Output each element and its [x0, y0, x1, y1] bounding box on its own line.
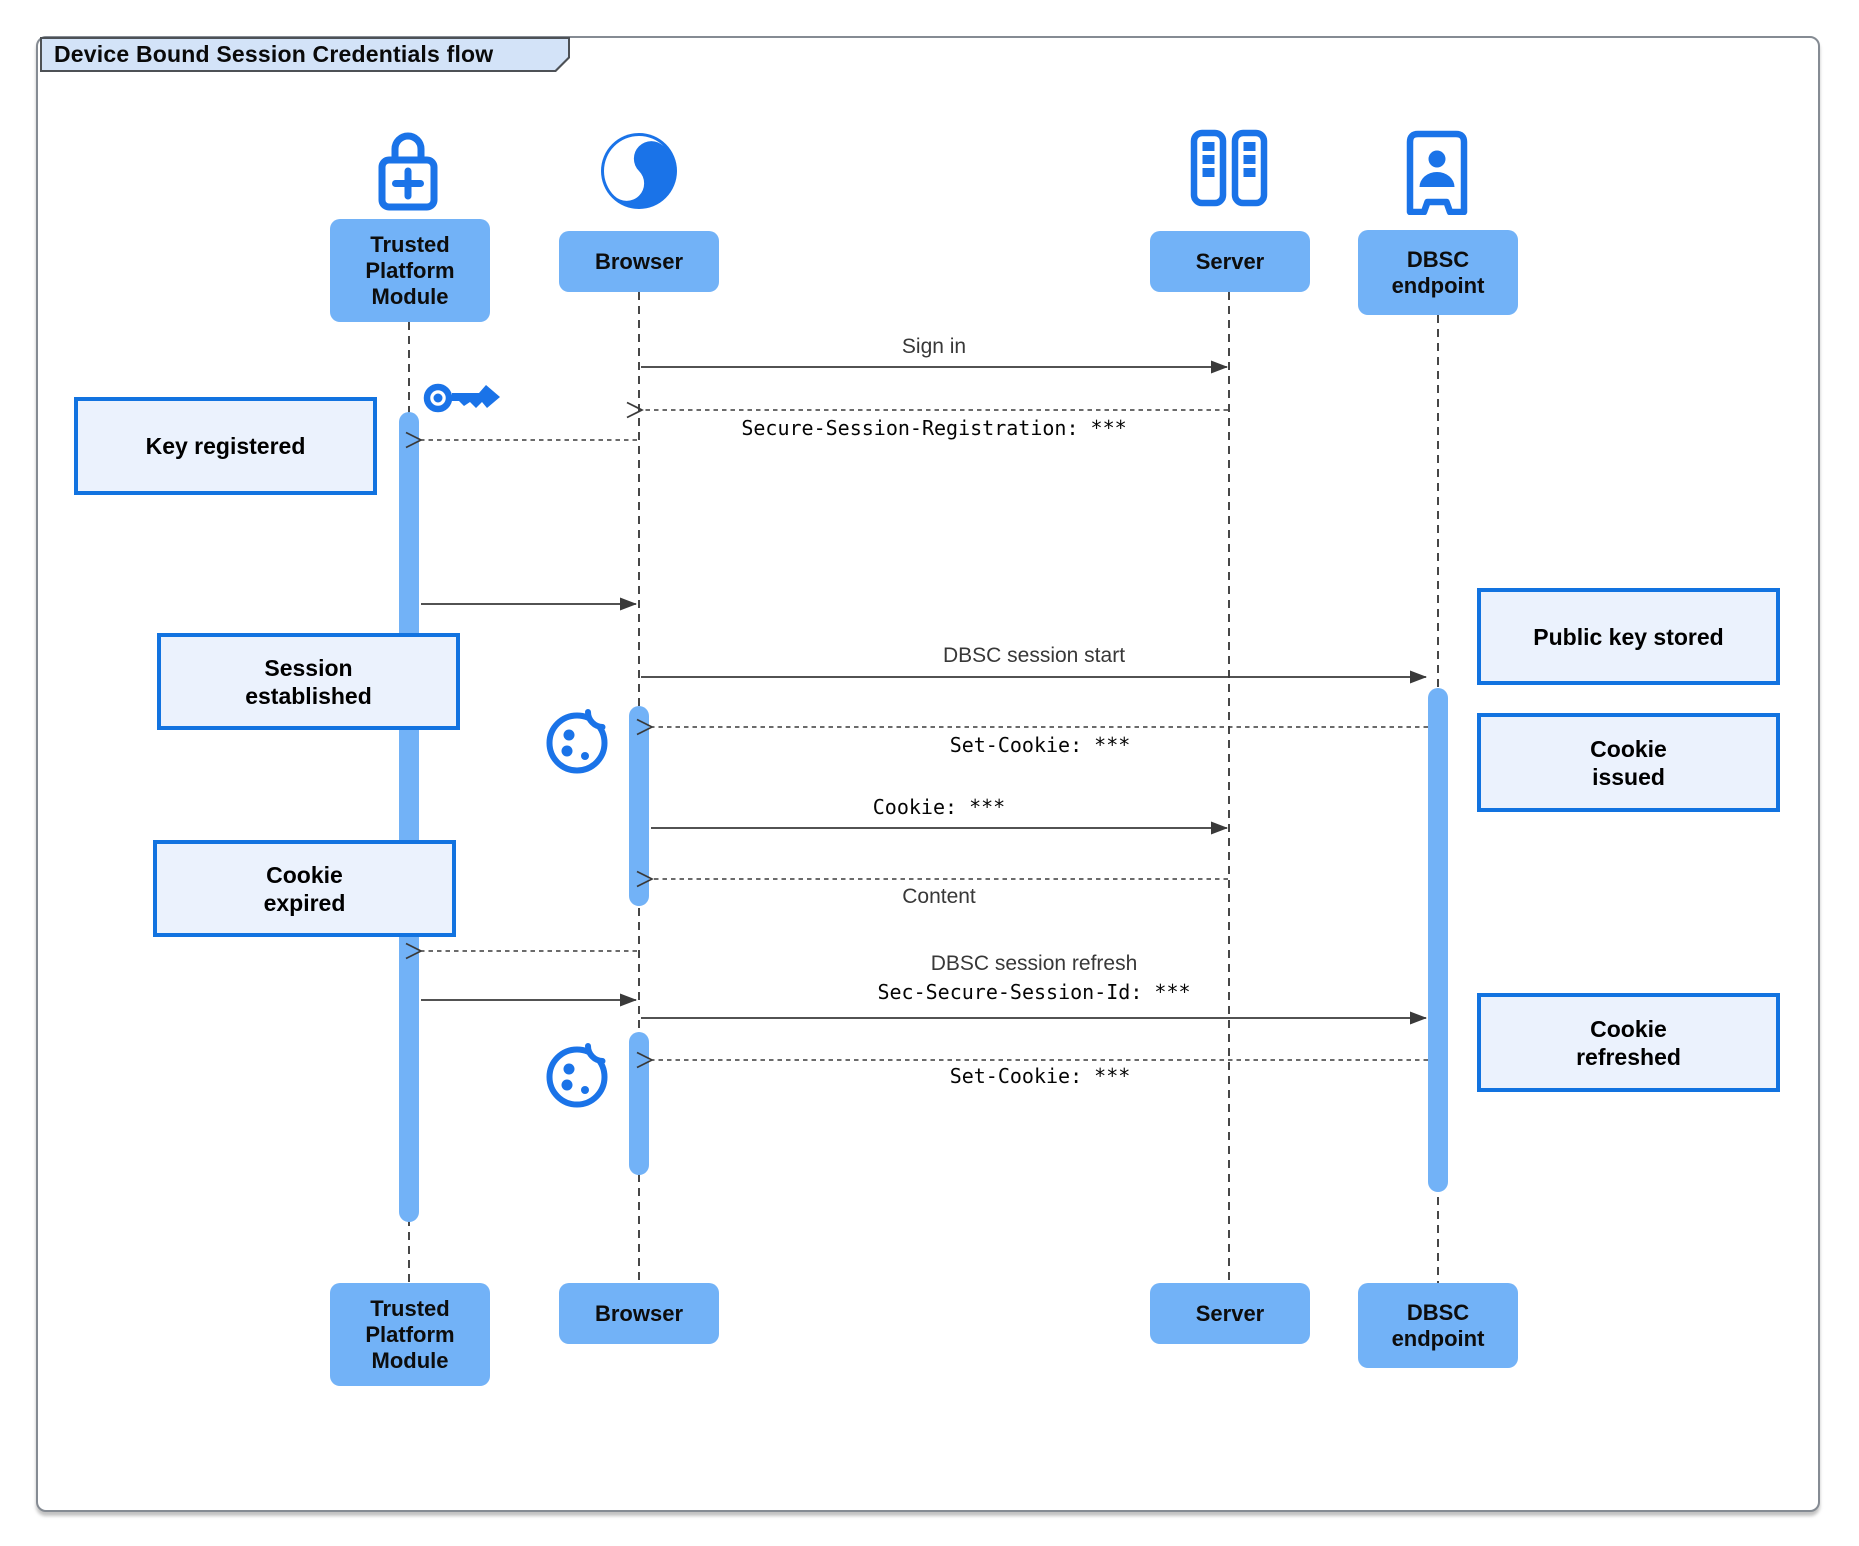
server-racks-icon — [1190, 129, 1268, 207]
diagram-title: Device Bound Session Credentials flow — [54, 41, 494, 67]
globe-icon — [601, 133, 677, 209]
activation-bar-dbsc — [1428, 688, 1448, 1192]
actor-label: DBSC endpoint — [1391, 1299, 1485, 1351]
door-person-icon — [1406, 130, 1468, 215]
actor-top-server: Server — [1150, 231, 1310, 292]
message-label-refresh-line1: DBSC session refresh — [930, 952, 1138, 975]
actor-label: Browser — [594, 248, 684, 274]
actor-label: Server — [1195, 1300, 1265, 1326]
actor-label: Browser — [594, 1300, 684, 1326]
actor-bottom-server: Server — [1150, 1283, 1310, 1344]
message-label-session-registration: Secure-Session-Registration: *** — [741, 416, 1127, 440]
actor-label: Server — [1195, 248, 1265, 274]
message-label-dbsc-session-refresh: DBSC session refresh Sec-Secure-Session-… — [804, 952, 1264, 1004]
lock-plus-icon — [378, 132, 438, 211]
message-label-content: Content — [902, 885, 976, 908]
note-cookie-refreshed: Cookie refreshed — [1477, 993, 1780, 1092]
actor-top-dbsc: DBSC endpoint — [1358, 230, 1518, 315]
message-label-sign-in: Sign in — [901, 335, 967, 358]
diagram-title-tab-inner: Device Bound Session Credentials flow — [42, 39, 568, 70]
cookie-icon — [546, 1032, 614, 1108]
note-public-key-stored: Public key stored — [1477, 588, 1780, 685]
note-key-registered: Key registered — [74, 397, 377, 495]
message-label-set-cookie-1: Set-Cookie: *** — [949, 733, 1131, 757]
cookie-icon — [546, 698, 614, 774]
note-cookie-issued: Cookie issued — [1477, 713, 1780, 812]
note-cookie-expired: Cookie expired — [153, 840, 456, 937]
message-label-dbsc-session-start: DBSC session start — [942, 644, 1126, 667]
message-label-cookie: Cookie: *** — [872, 795, 1006, 819]
message-label-refresh-line2: Sec-Secure-Session-Id: *** — [877, 980, 1191, 1004]
note-session-established: Session established — [157, 633, 460, 730]
key-icon — [423, 383, 500, 413]
activation-bar-browser-1 — [629, 706, 649, 906]
actor-bottom-browser: Browser — [559, 1283, 719, 1344]
diagram-title-tab: Device Bound Session Credentials flow — [40, 37, 570, 72]
activation-bar-tpm — [399, 412, 419, 1222]
actor-top-tpm: Trusted Platform Module — [330, 219, 490, 322]
message-label-set-cookie-2: Set-Cookie: *** — [949, 1064, 1131, 1088]
actor-label: DBSC endpoint — [1391, 246, 1485, 298]
actor-label: Trusted Platform Module — [365, 231, 455, 309]
actor-bottom-dbsc: DBSC endpoint — [1358, 1283, 1518, 1368]
activation-bar-browser-2 — [629, 1032, 649, 1175]
actor-bottom-tpm: Trusted Platform Module — [330, 1283, 490, 1386]
actor-top-browser: Browser — [559, 231, 719, 292]
actor-label: Trusted Platform Module — [365, 1295, 455, 1373]
